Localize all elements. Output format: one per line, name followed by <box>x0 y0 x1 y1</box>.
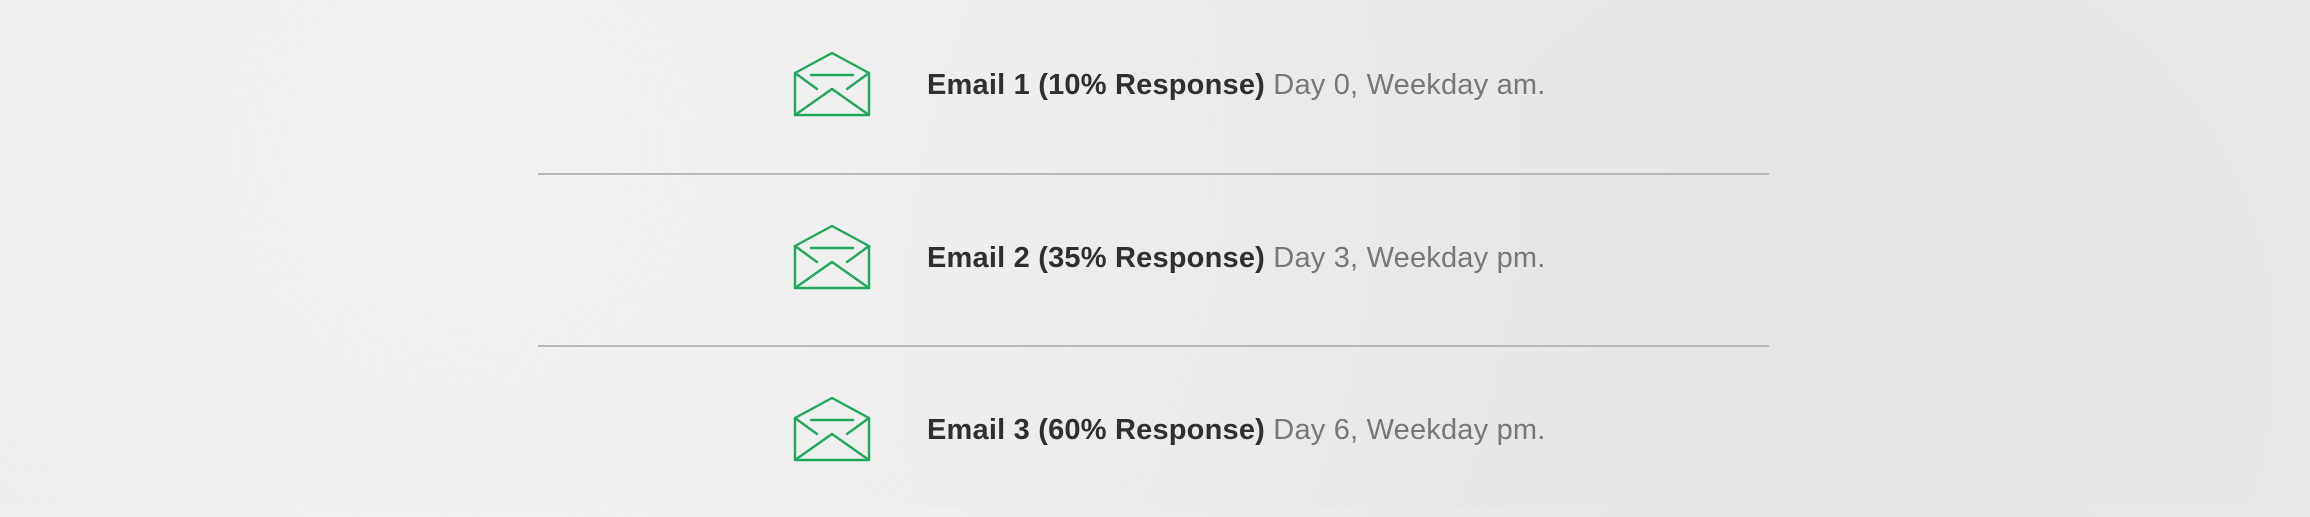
email-name: Email 3 (60% Response) <box>927 414 1266 446</box>
email-name: Email 1 (10% Response) <box>927 69 1266 101</box>
sequence-step-2: Email 2 (35% Response) Day 3, Weekday pm… <box>538 173 1769 345</box>
email-sequence-list: Email 1 (10% Response) Day 0, Weekday am… <box>538 0 1769 508</box>
send-timing: Day 3, Weekday pm. <box>1273 242 1546 274</box>
envelope-open-icon <box>793 224 871 290</box>
divider <box>538 173 1769 175</box>
step-description: Email 2 (35% Response) Day 3, Weekday pm… <box>927 241 1546 275</box>
envelope-open-icon <box>793 396 871 462</box>
envelope-open-icon <box>793 51 871 117</box>
sequence-step-3: Email 3 (60% Response) Day 6, Weekday pm… <box>538 345 1769 517</box>
step-description: Email 3 (60% Response) Day 6, Weekday pm… <box>927 413 1546 447</box>
divider <box>538 345 1769 347</box>
sequence-step-1: Email 1 (10% Response) Day 0, Weekday am… <box>538 0 1769 172</box>
email-name: Email 2 (35% Response) <box>927 242 1266 274</box>
send-timing: Day 6, Weekday pm. <box>1273 414 1546 446</box>
step-description: Email 1 (10% Response) Day 0, Weekday am… <box>927 68 1546 102</box>
send-timing: Day 0, Weekday am. <box>1273 69 1546 101</box>
